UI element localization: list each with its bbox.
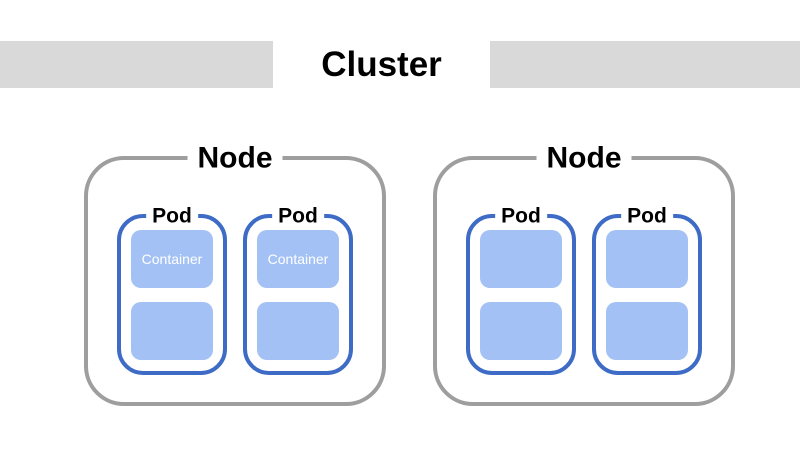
node-box: Node Pod Pod [433,141,735,406]
cluster-bar-right [490,41,800,88]
pod-box: Pod [592,204,702,375]
container-box [480,230,562,288]
container-box [606,302,688,360]
container-box [131,302,213,360]
pod-label: Pod [495,204,547,228]
node-label: Node [187,141,283,175]
pod-label: Pod [621,204,673,228]
container-box [480,302,562,360]
cluster-title: Cluster [321,45,442,84]
container-box: Container [257,230,339,288]
node-label: Node [536,141,632,175]
container-label: Container [141,251,203,267]
pod-box: Pod [466,204,576,375]
pod-box: Pod Container [117,204,227,375]
container-box: Container [131,230,213,288]
node-box: Node Pod Container Pod Container [84,141,386,406]
container-box [606,230,688,288]
container-box [257,302,339,360]
pod-label: Pod [146,204,198,228]
cluster-bar-left [0,41,273,88]
container-label: Container [267,251,329,267]
pod-box: Pod Container [243,204,353,375]
pod-label: Pod [272,204,324,228]
